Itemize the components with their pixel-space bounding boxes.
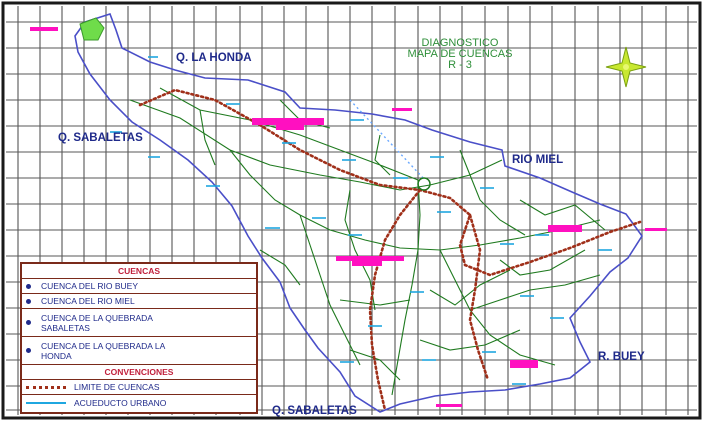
legend-basin-item: CUENCA DEL RIO BUEY [22, 279, 256, 294]
legend-basin-item: CUENCA DE LA QUEBRADA SABALETAS [22, 309, 256, 337]
map-title-line-2: MAPA DE CUENCAS [408, 48, 513, 60]
legend-basin-label: CUENCA DE LA QUEBRADA LA HONDA [41, 340, 165, 361]
town-marker [417, 177, 431, 191]
watershed-limits [138, 88, 642, 412]
legend-convention-label: LIMITE DE CUENCAS [74, 382, 160, 392]
basin-dot-icon [26, 298, 31, 304]
legend-heading-basins: CUENCAS [22, 264, 256, 279]
label-rio-miel: RIO MIEL [512, 154, 563, 166]
basin-boundary [74, 13, 643, 413]
highlight-areas [30, 27, 667, 407]
aqueduct-line-icon [26, 401, 66, 404]
label-q-sabaletas-bottom: Q. SABALETAS [272, 405, 357, 417]
label-q-la-honda: Q. LA HONDA [176, 52, 252, 64]
legend-convention-item: LIMITE DE CUENCAS [22, 380, 256, 395]
map-title-line-3: R - 3 [448, 59, 472, 71]
compass-star-icon [605, 46, 647, 88]
basin-dot-icon [26, 283, 31, 289]
legend-basin-item: CUENCA DEL RIO MIEL [22, 294, 256, 309]
map-legend: CUENCAS CUENCA DEL RIO BUEY CUENCA DEL R… [20, 262, 258, 414]
dotted-connector [349, 99, 426, 181]
legend-basin-label: CUENCA DEL RIO BUEY [41, 281, 138, 291]
label-r-buey: R. BUEY [598, 351, 645, 363]
legend-basin-label: CUENCA DE LA QUEBRADA SABALETAS [41, 312, 153, 333]
label-q-sabaletas-top: Q. SABALETAS [58, 132, 143, 144]
headwater-area [79, 17, 105, 41]
legend-convention-label: ACUEDUCTO URBANO [74, 397, 167, 408]
legend-convention-item: ACUEDUCTO URBANO [22, 395, 256, 410]
basin-dot-icon [26, 320, 31, 325]
map-title-line-1: DIAGNOSTICO [421, 37, 498, 49]
legend-basin-label: CUENCA DEL RIO MIEL [41, 296, 135, 306]
aqueduct-lines [110, 56, 612, 385]
stream-network [129, 87, 606, 396]
legend-basin-item: CUENCA DE LA QUEBRADA LA HONDA [22, 337, 256, 365]
legend-heading-conventions: CONVENCIONES [22, 365, 256, 380]
basin-dot-icon [26, 348, 31, 353]
dotted-limit-line-icon [26, 385, 66, 389]
